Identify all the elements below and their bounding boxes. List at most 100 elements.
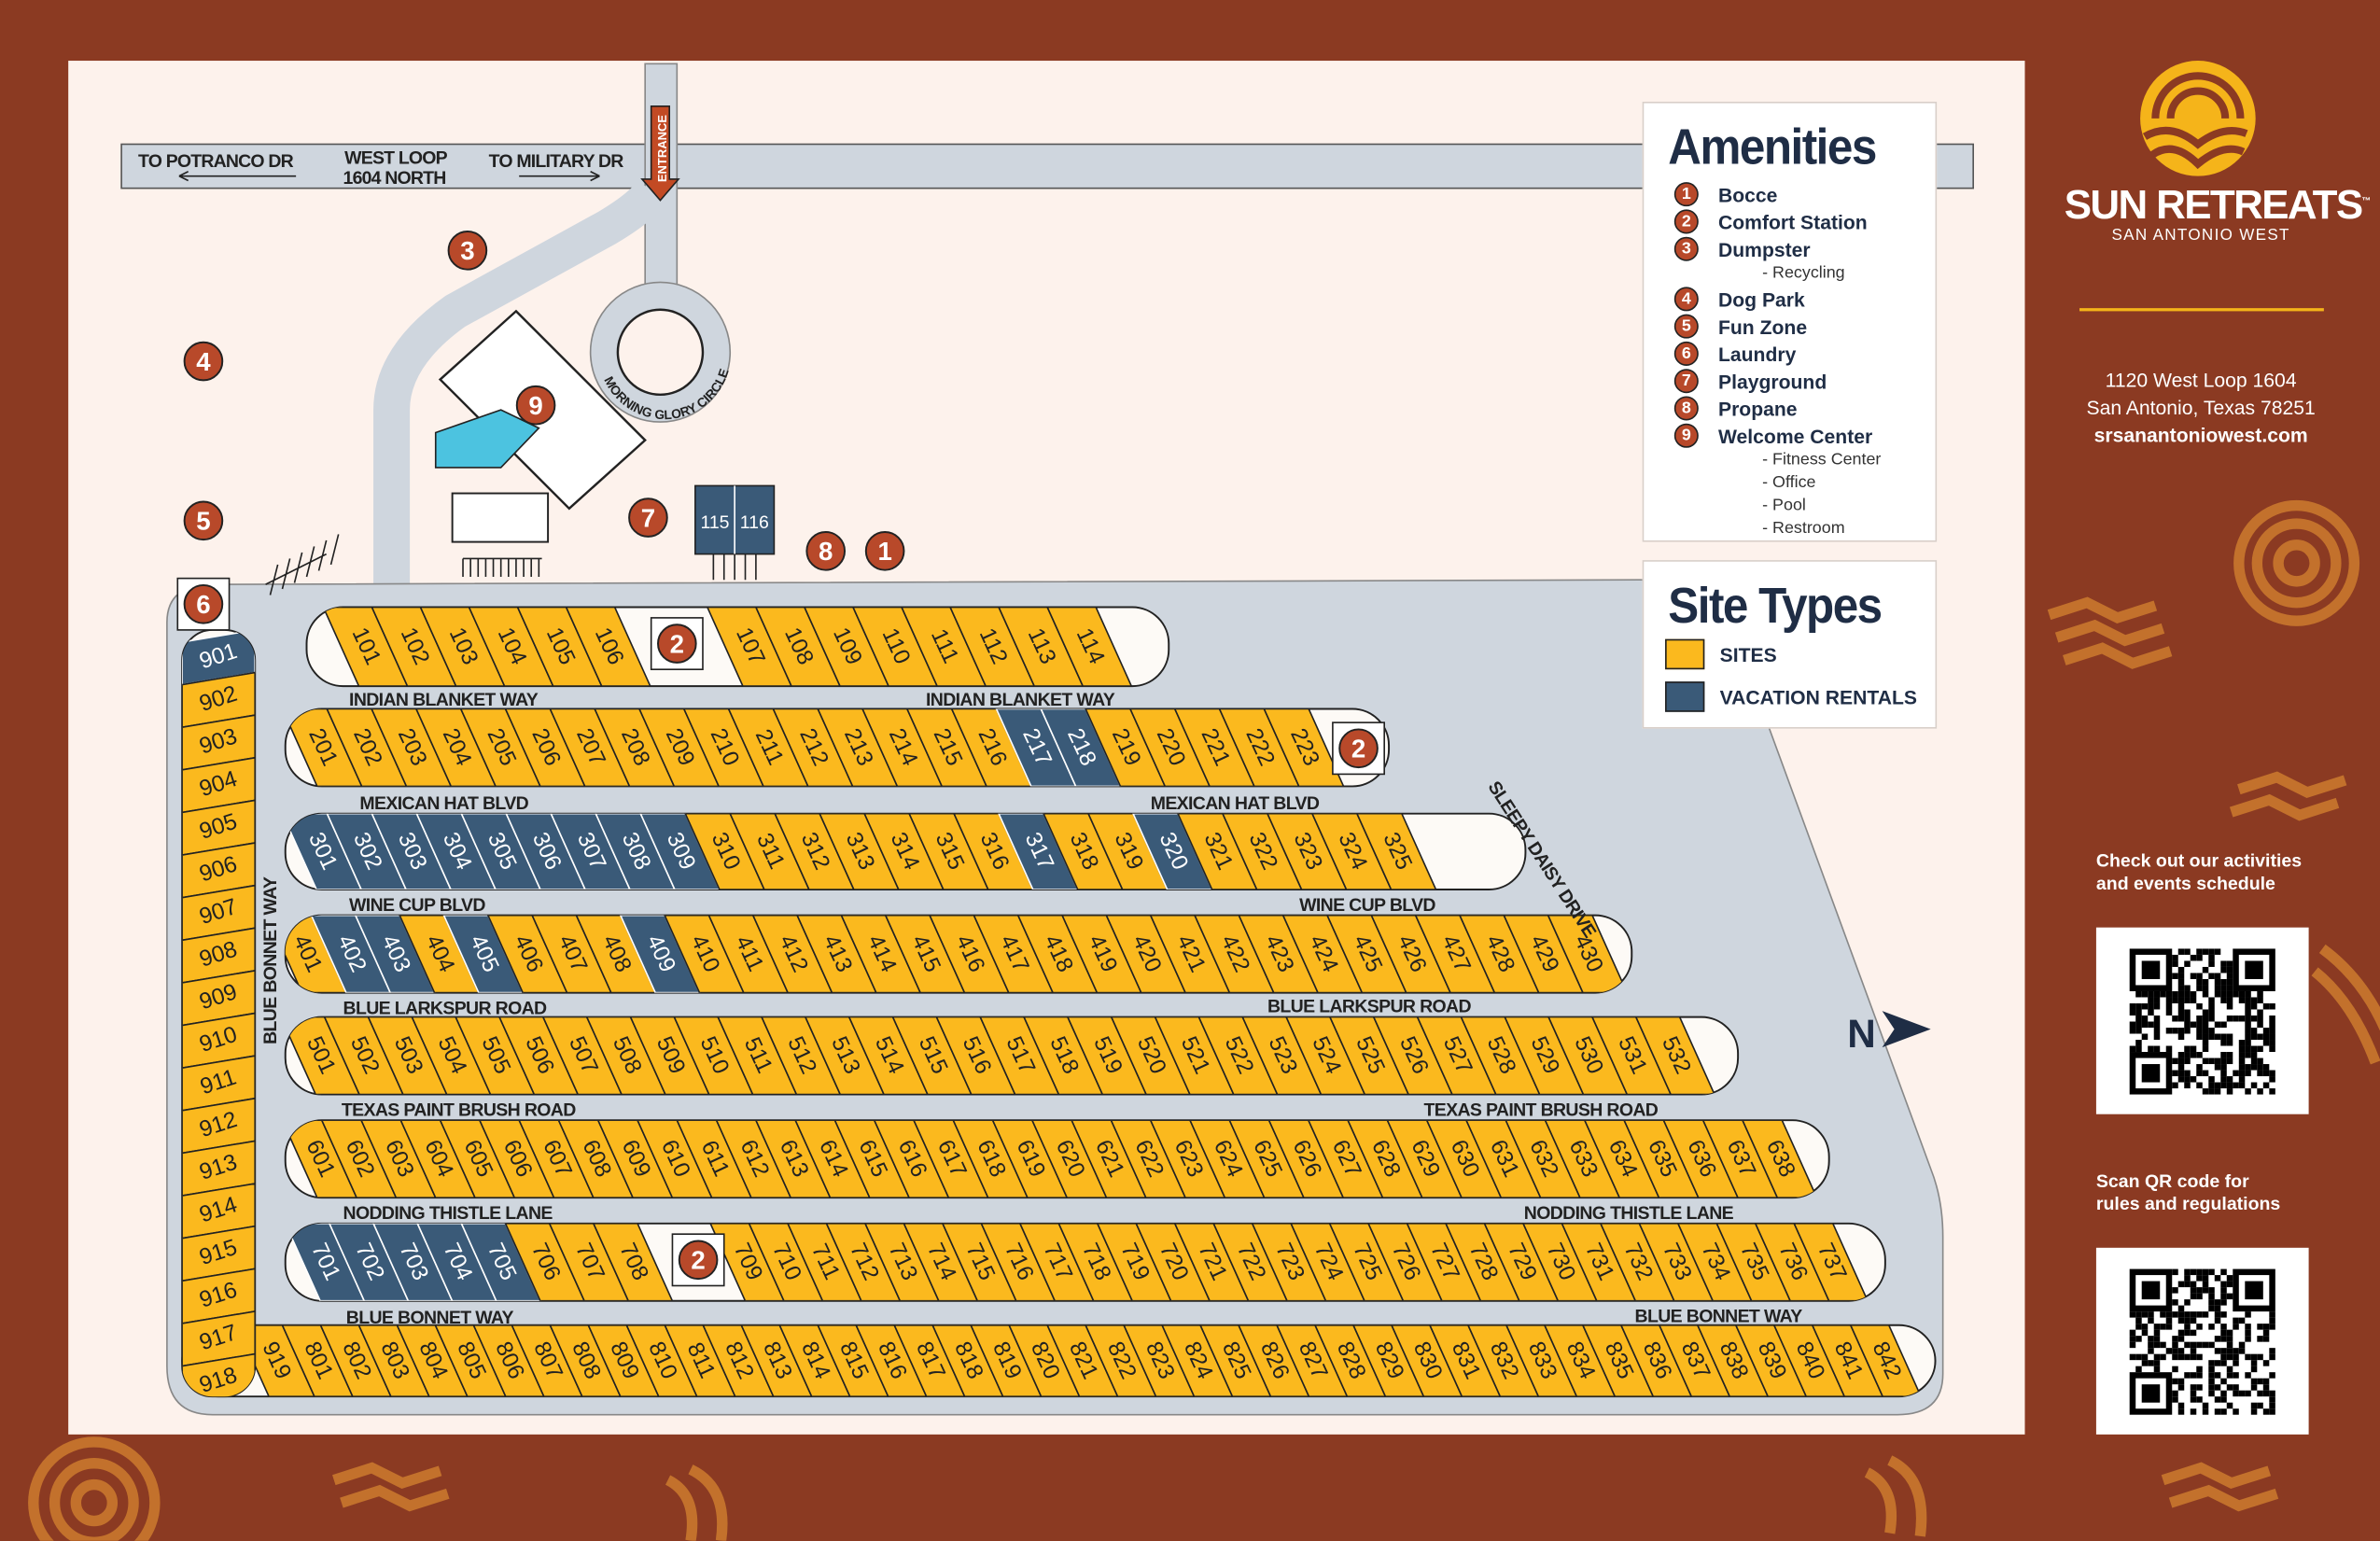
site-506[interactable]: 506 — [497, 1016, 580, 1095]
site-306[interactable]: 306 — [505, 813, 587, 890]
amenity-marker-9[interactable]: 9 — [515, 385, 556, 426]
site-208[interactable]: 208 — [593, 708, 676, 787]
site-317[interactable]: 317 — [997, 813, 1079, 890]
site-824[interactable]: 824 — [1160, 1324, 1234, 1397]
amenity-marker-3[interactable]: 3 — [447, 231, 488, 271]
site-911[interactable]: 911 — [182, 1055, 256, 1112]
amenity-marker-1[interactable]: 1 — [864, 531, 905, 571]
site-913[interactable]: 913 — [182, 1140, 256, 1198]
amenity-marker-2[interactable]: 2 — [650, 617, 704, 671]
site-514[interactable]: 514 — [847, 1016, 930, 1095]
site-206[interactable]: 206 — [504, 708, 586, 787]
amenity-marker-4[interactable]: 4 — [183, 341, 224, 382]
site-728[interactable]: 728 — [1444, 1223, 1521, 1301]
site-421[interactable]: 421 — [1149, 915, 1231, 993]
site-512[interactable]: 512 — [760, 1016, 842, 1095]
amenity-marker-7[interactable]: 7 — [628, 497, 668, 538]
site-834[interactable]: 834 — [1543, 1324, 1617, 1397]
site-520[interactable]: 520 — [1110, 1016, 1192, 1095]
site-324[interactable]: 324 — [1310, 813, 1393, 890]
rental-building-115-116[interactable]: 115 116 — [694, 484, 776, 581]
site-409[interactable]: 409 — [619, 915, 701, 993]
site-404[interactable]: 404 — [398, 915, 481, 993]
site-107[interactable]: 107 — [706, 607, 793, 687]
site-420[interactable]: 420 — [1105, 915, 1187, 993]
site-815[interactable]: 815 — [816, 1324, 889, 1397]
site-914[interactable]: 914 — [182, 1183, 256, 1240]
site-424[interactable]: 424 — [1281, 915, 1364, 993]
site-702[interactable]: 702 — [328, 1223, 410, 1301]
site-319[interactable]: 319 — [1086, 813, 1169, 890]
site-214[interactable]: 214 — [861, 708, 944, 787]
site-430[interactable]: 430 — [1547, 915, 1629, 993]
site-305[interactable]: 305 — [460, 813, 542, 890]
site-904[interactable]: 904 — [182, 756, 256, 814]
site-316[interactable]: 316 — [952, 813, 1034, 890]
site-201[interactable]: 201 — [282, 708, 363, 787]
site-502[interactable]: 502 — [323, 1016, 405, 1095]
site-525[interactable]: 525 — [1328, 1016, 1410, 1095]
site-318[interactable]: 318 — [1042, 813, 1124, 890]
site-413[interactable]: 413 — [795, 915, 878, 993]
site-405[interactable]: 405 — [442, 915, 525, 993]
site-842[interactable]: 842 — [1849, 1324, 1923, 1397]
site-304[interactable]: 304 — [415, 813, 497, 890]
site-220[interactable]: 220 — [1128, 708, 1211, 787]
site-419[interactable]: 419 — [1060, 915, 1142, 993]
site-706[interactable]: 706 — [504, 1223, 586, 1301]
amenity-marker-6[interactable]: 6 — [176, 577, 231, 631]
site-838[interactable]: 838 — [1696, 1324, 1770, 1397]
site-312[interactable]: 312 — [773, 813, 856, 890]
site-325[interactable]: 325 — [1355, 813, 1437, 890]
site-821[interactable]: 821 — [1045, 1324, 1119, 1397]
site-510[interactable]: 510 — [673, 1016, 754, 1095]
site-919[interactable]: 919 — [235, 1324, 316, 1397]
site-620[interactable]: 620 — [1030, 1120, 1108, 1198]
site-422[interactable]: 422 — [1193, 915, 1275, 993]
site-528[interactable]: 528 — [1460, 1016, 1541, 1095]
site-108[interactable]: 108 — [754, 607, 842, 687]
site-106[interactable]: 106 — [565, 607, 651, 687]
site-841[interactable]: 841 — [1811, 1324, 1884, 1397]
site-223[interactable]: 223 — [1263, 708, 1345, 787]
site-627[interactable]: 627 — [1307, 1120, 1384, 1198]
website-link[interactable]: srsanantoniowest.com — [2093, 423, 2308, 447]
amenity-marker-2[interactable]: 2 — [671, 1233, 725, 1287]
site-114[interactable]: 114 — [1045, 607, 1133, 687]
site-524[interactable]: 524 — [1284, 1016, 1366, 1095]
site-703[interactable]: 703 — [371, 1223, 454, 1301]
site-406[interactable]: 406 — [486, 915, 568, 993]
site-906[interactable]: 906 — [182, 842, 256, 899]
site-313[interactable]: 313 — [818, 813, 901, 890]
site-212[interactable]: 212 — [772, 708, 854, 787]
site-723[interactable]: 723 — [1251, 1223, 1327, 1301]
site-110[interactable]: 110 — [851, 607, 939, 687]
site-917[interactable]: 917 — [182, 1310, 256, 1367]
site-203[interactable]: 203 — [370, 708, 453, 787]
site-625[interactable]: 625 — [1228, 1120, 1306, 1198]
site-315[interactable]: 315 — [907, 813, 989, 890]
site-707[interactable]: 707 — [548, 1223, 630, 1301]
site-101[interactable]: 101 — [322, 607, 409, 687]
site-403[interactable]: 403 — [354, 915, 436, 993]
site-308[interactable]: 308 — [595, 813, 677, 890]
site-530[interactable]: 530 — [1547, 1016, 1629, 1095]
site-708[interactable]: 708 — [592, 1223, 674, 1301]
site-109[interactable]: 109 — [803, 607, 890, 687]
site-835[interactable]: 835 — [1581, 1324, 1655, 1397]
site-802[interactable]: 802 — [319, 1324, 393, 1397]
site-806[interactable]: 806 — [472, 1324, 546, 1397]
site-705[interactable]: 705 — [460, 1223, 542, 1301]
site-418[interactable]: 418 — [1016, 915, 1099, 993]
site-735[interactable]: 735 — [1715, 1223, 1792, 1301]
site-517[interactable]: 517 — [979, 1016, 1060, 1095]
site-526[interactable]: 526 — [1372, 1016, 1454, 1095]
site-606[interactable]: 606 — [478, 1120, 555, 1198]
site-734[interactable]: 734 — [1676, 1223, 1753, 1301]
site-221[interactable]: 221 — [1173, 708, 1256, 787]
site-504[interactable]: 504 — [411, 1016, 492, 1095]
site-202[interactable]: 202 — [326, 708, 408, 787]
site-103[interactable]: 103 — [419, 607, 506, 687]
site-616[interactable]: 616 — [873, 1120, 950, 1198]
site-909[interactable]: 909 — [182, 969, 256, 1027]
